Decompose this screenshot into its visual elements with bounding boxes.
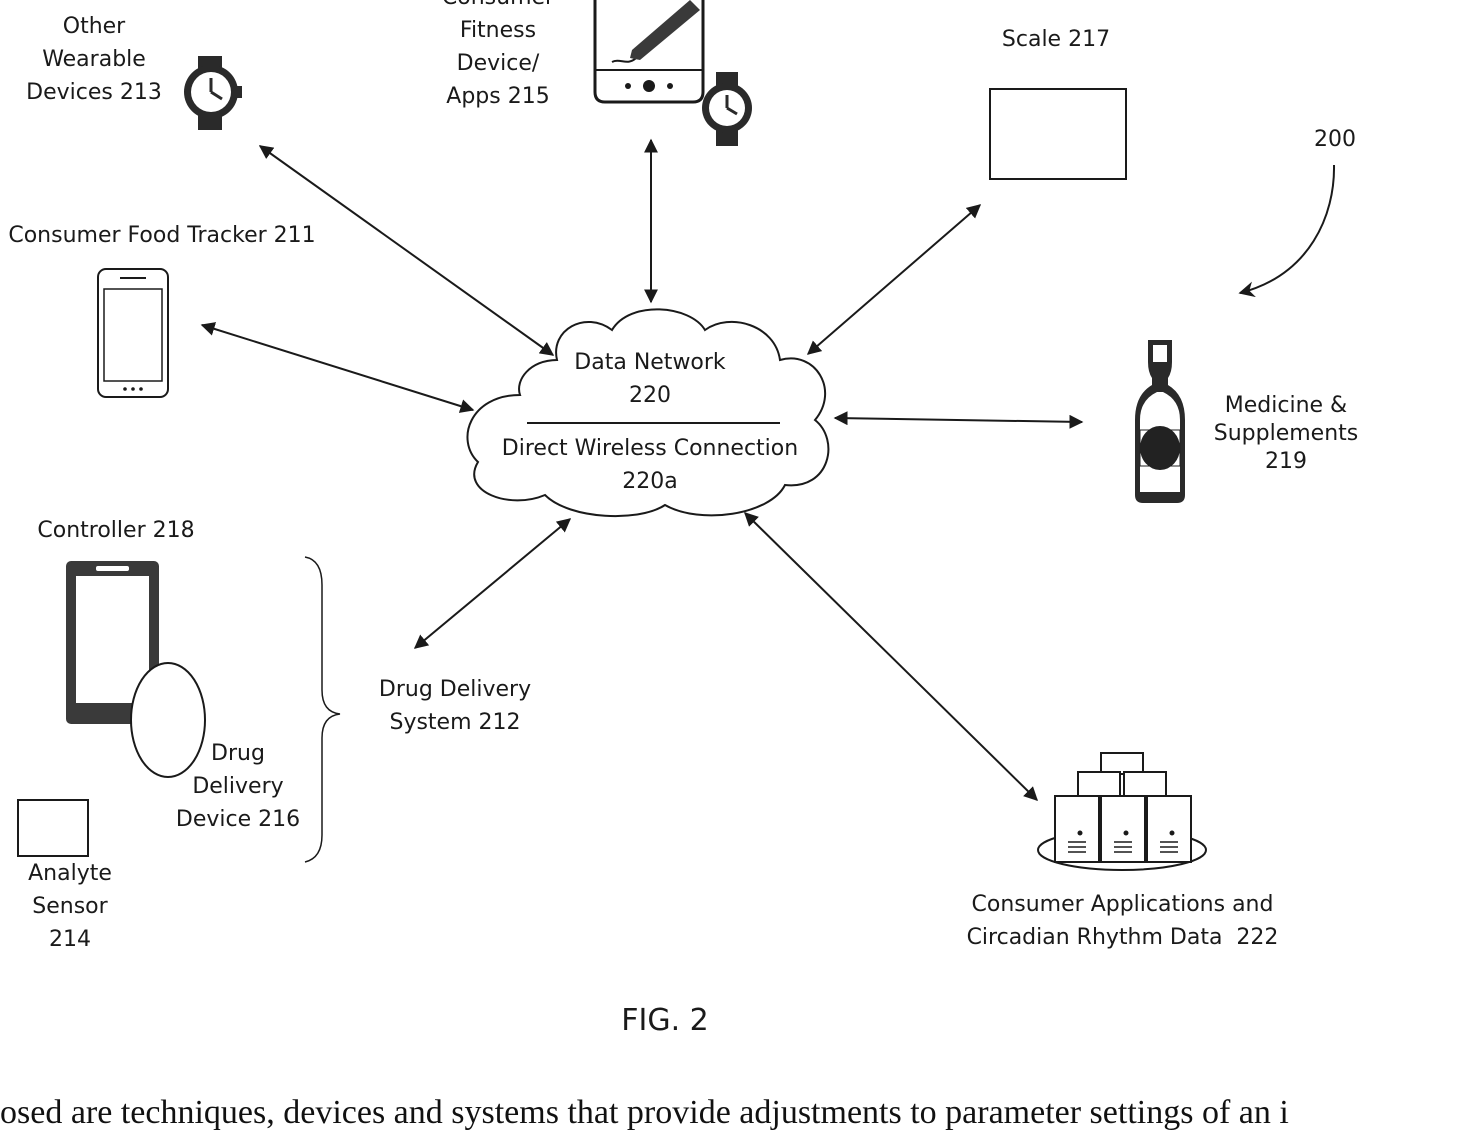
figure-caption: FIG. 2 (560, 1003, 770, 1038)
wristwatch-icon (184, 56, 242, 130)
server-cluster-icon (1038, 753, 1206, 870)
label-medicine: Medicine & Supplements 219 (1200, 392, 1372, 476)
arrow-medicine-network (835, 418, 1082, 422)
arrow-apps-network (745, 513, 1037, 800)
handheld-device-with-stylus-icon (595, 0, 703, 102)
label-analyte-sensor: Analyte Sensor 214 (10, 857, 130, 956)
body-text: osed are techniques, devices and systems… (0, 1094, 1458, 1132)
scale-icon (990, 89, 1126, 179)
label-data-network: Data Network 220 (540, 346, 760, 412)
arrow-200-reference (1240, 165, 1334, 293)
label-drug-delivery-system: Drug Delivery System 212 (370, 673, 540, 739)
square-sensor-icon (18, 800, 88, 856)
label-scale: Scale 217 (976, 23, 1136, 56)
arrow-food-network (202, 325, 473, 410)
arrow-scale-network (808, 205, 980, 354)
label-drug-delivery-device: Drug Delivery Device 216 (168, 737, 308, 836)
label-controller: Controller 218 (26, 514, 206, 547)
smartphone-icon (98, 269, 168, 397)
bottle-icon (1135, 340, 1185, 503)
label-ref-200: 200 (1295, 123, 1375, 156)
system-bracket (305, 557, 340, 862)
label-consumer-apps: Consumer Applications and Circadian Rhyt… (950, 888, 1295, 954)
arrow-drugsystem-network (415, 519, 570, 648)
label-direct-wireless: Direct Wireless Connection 220a (490, 432, 810, 498)
fitness-watch-icon (702, 72, 752, 146)
label-food-tracker: Consumer Food Tracker 211 (0, 219, 324, 252)
label-consumer-fitness: Consumer Fitness Device/ Apps 215 (418, 0, 578, 113)
label-other-wearable: Other Wearable Devices 213 (14, 10, 174, 109)
